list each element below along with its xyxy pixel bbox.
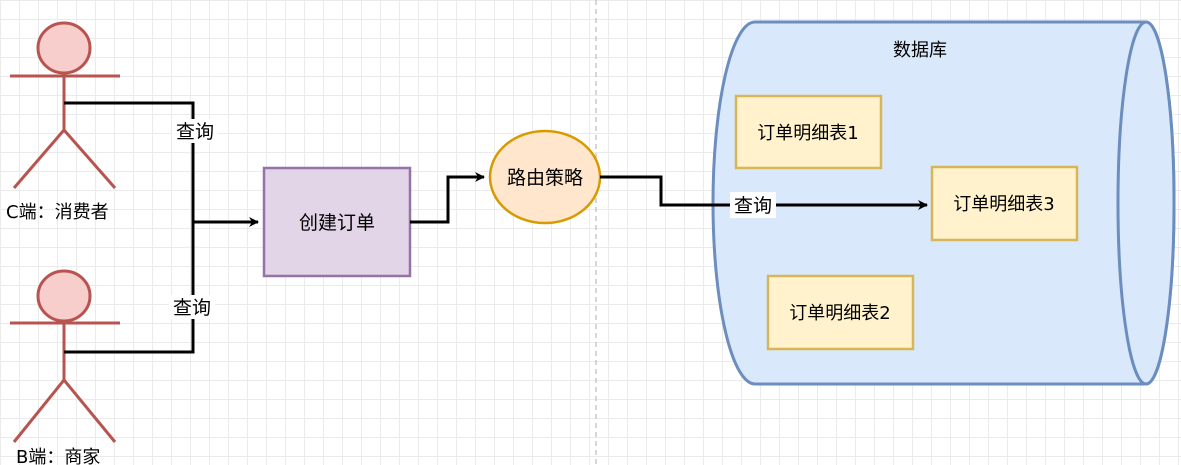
edge-create-order-to-routing[interactable]: [410, 172, 485, 224]
edge-routing-query-label: 查询: [734, 195, 772, 217]
edge-consumer-query-label: 查询: [176, 121, 214, 143]
edge-label-bg: [169, 295, 215, 319]
edge-consumer-to-create-order[interactable]: [64, 101, 259, 227]
routing-label: 路由策略: [507, 167, 583, 189]
actor-consumer-head: [36, 21, 92, 75]
actor-consumer[interactable]: [10, 21, 120, 189]
table-node-2[interactable]: [766, 274, 915, 351]
table-label-3: 订单明细表3: [953, 194, 1054, 215]
actor-merchant-label: B端：商家: [16, 447, 100, 465]
create-order-node[interactable]: [262, 166, 412, 278]
edge-label-bg: [730, 192, 776, 218]
edge-routing-to-table3[interactable]: [600, 175, 928, 210]
actor-merchant-head: [36, 269, 92, 323]
table-label-2: 订单明细表2: [789, 303, 890, 324]
table-label-1: 订单明细表1: [757, 123, 858, 144]
create-order-label: 创建订单: [299, 212, 375, 234]
edge-merchant-query-label: 查询: [173, 297, 211, 319]
edge-label-bg: [172, 119, 218, 143]
actor-consumer-label: C端：消费者: [6, 202, 109, 223]
table-node-3[interactable]: [930, 165, 1079, 242]
actor-merchant[interactable]: [10, 269, 120, 443]
database-title: 数据库: [893, 40, 947, 61]
table-node-1[interactable]: [734, 94, 883, 170]
edge-merchant-to-create-order[interactable]: [64, 222, 195, 354]
